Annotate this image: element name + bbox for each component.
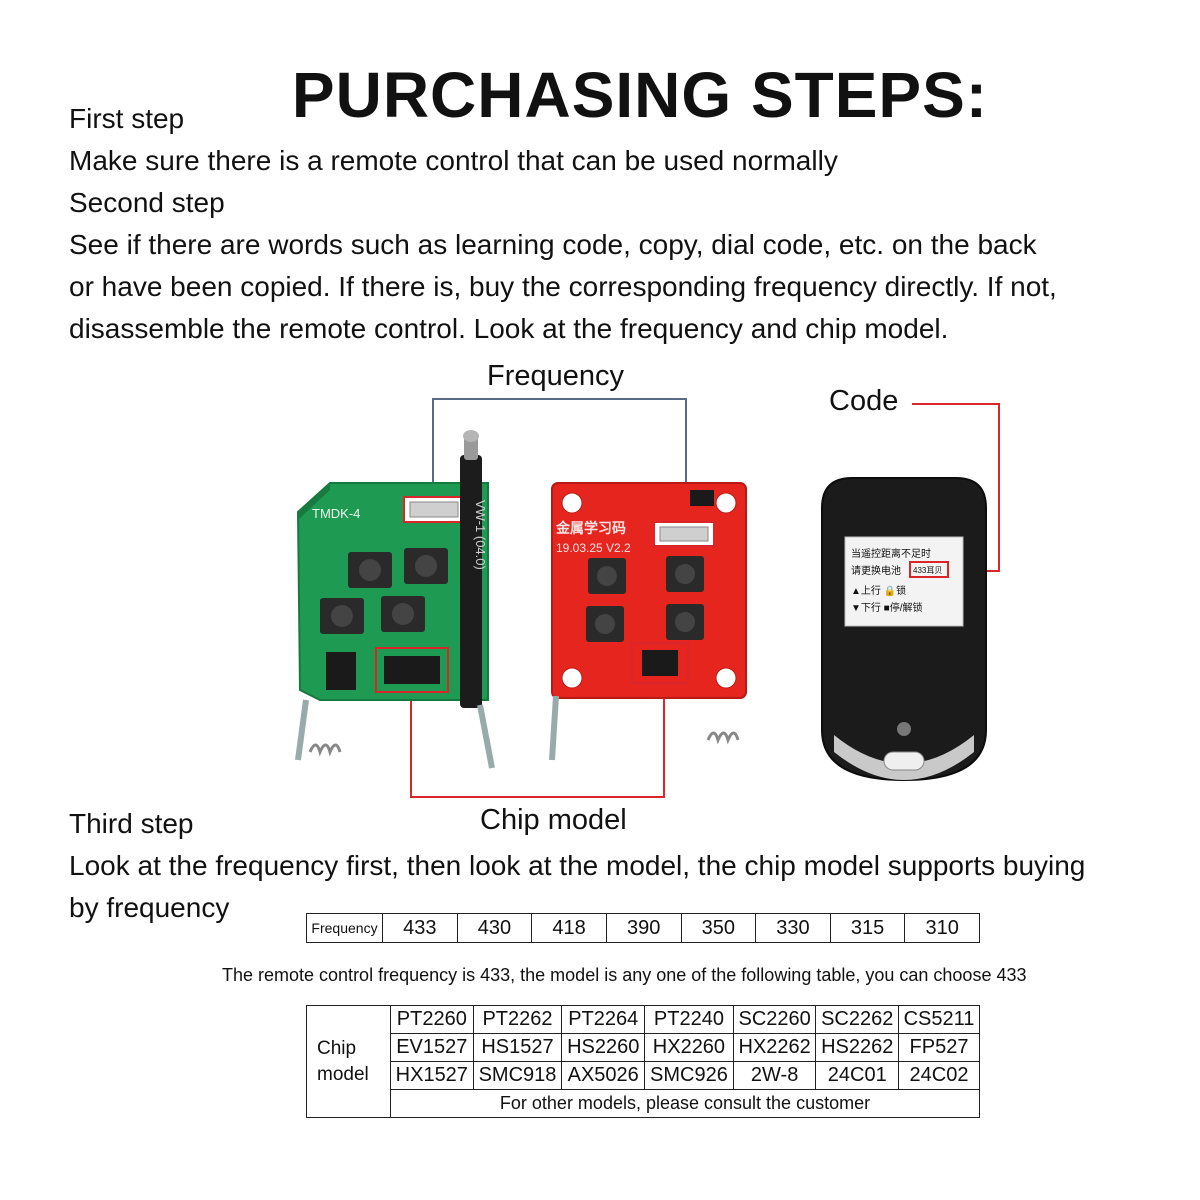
chip-cell: PT2260: [390, 1005, 474, 1034]
chip-cell: HS2262: [815, 1033, 900, 1062]
back-label-sticker: [844, 536, 964, 627]
chip-cell: HX2260: [644, 1033, 734, 1062]
chip-model-callout-line: [410, 680, 665, 798]
table-row: Frequency 433 430 418 390 350 330 315 31…: [306, 913, 980, 943]
board2-date: 19.03.25 V2.2: [556, 541, 631, 555]
chip-cell: 24C02: [898, 1061, 980, 1090]
antenna-label: VW-1 (04.0): [473, 500, 488, 570]
table-row: Chip model PT2260 PT2262 PT2264 PT2240 S…: [306, 1005, 980, 1118]
second-step-heading: Second step: [69, 187, 225, 218]
frequency-cell: 390: [605, 913, 682, 943]
second-step-line-1: See if there are words such as learning …: [69, 229, 1037, 260]
chip-cell: HX1527: [390, 1061, 474, 1090]
third-step-line-1: Look at the frequency first, then look a…: [69, 850, 1086, 881]
chip-cell: HX2262: [732, 1033, 817, 1062]
third-step-heading: Third step: [69, 808, 194, 839]
frequency-cell: 350: [680, 913, 757, 943]
frequency-header-cell: Frequency: [306, 913, 383, 943]
back-label-line-2: 请更换电池: [851, 564, 901, 577]
frequency-table: Frequency 433 430 418 390 350 330 315 31…: [306, 913, 980, 943]
green-remote-board: TMDK-4 VW-1 (04.0): [295, 430, 495, 769]
table-row: EV1527 HS1527 HS2260 HX2260 HX2262 HS226…: [307, 1033, 980, 1062]
back-label-line-4: ▼下行 ■停/解锁: [851, 601, 923, 614]
chip-cell: HS1527: [472, 1033, 563, 1062]
chip-cell: PT2240: [644, 1005, 734, 1034]
back-label-line-3: ▲上行 🔒锁: [851, 584, 906, 597]
board1-label: TMDK-4: [312, 506, 360, 521]
chip-header-line-1: Chip: [317, 1037, 357, 1059]
frequency-label: Frequency: [487, 360, 625, 392]
page-title: PURCHASING STEPS:: [291, 59, 989, 131]
chip-cell: HS2260: [561, 1033, 646, 1062]
first-step-heading: First step: [69, 103, 185, 134]
chip-cell: 2W-8: [732, 1061, 817, 1090]
chip-table-footer: For other models, please consult the cus…: [390, 1089, 980, 1118]
third-step-line-2: by frequency: [69, 892, 230, 923]
frequency-cell: 433: [382, 913, 458, 943]
second-step-line-3: disassemble the remote control. Look at …: [69, 313, 949, 344]
back-label-line-1: 当遥控距离不足时: [851, 547, 931, 560]
chip-highlight-green: [375, 647, 449, 693]
chip-cell: FP527: [898, 1033, 980, 1062]
back-label-badge: 433耳贝: [913, 566, 942, 575]
chip-cell: CS5211: [898, 1005, 980, 1034]
chip-model-header-cell: Chip model: [306, 1005, 391, 1118]
chip-cell: AX5026: [561, 1061, 646, 1090]
chip-cell: SMC926: [644, 1061, 734, 1090]
frequency-cell: 310: [904, 913, 980, 943]
frequency-note: The remote control frequency is 433, the…: [222, 965, 1027, 985]
code-highlight: [909, 561, 949, 578]
chip-header-line-2: model: [317, 1063, 369, 1085]
frequency-callout-line: [432, 398, 687, 527]
table-row: For other models, please consult the cus…: [307, 1089, 980, 1118]
frequency-cell: 330: [755, 913, 831, 943]
code-label: Code: [829, 385, 899, 417]
first-step-text: Make sure there is a remote control that…: [69, 145, 838, 176]
chip-model-table: Chip model PT2260 PT2262 PT2264 PT2240 S…: [306, 1005, 980, 1118]
remote-diagram: TMDK-4 VW-1 (04.0) 金属学习码 19.03.25 V: [295, 398, 1000, 798]
red-remote-board: 金属学习码 19.03.25 V2.2: [549, 482, 747, 761]
board2-label: 金属学习码: [555, 520, 626, 536]
green-board-buttons: [320, 548, 448, 634]
frequency-cell: 315: [829, 913, 906, 943]
frequency-cell: 418: [531, 913, 607, 943]
chip-cell: 24C01: [815, 1061, 900, 1090]
remote-back-view: 当遥控距离不足时 请更换电池 433耳贝 ▲上行 🔒锁 ▼下行 ■停/解锁: [821, 477, 987, 782]
chip-cell: SC2262: [815, 1005, 900, 1034]
chip-highlight-red: [631, 642, 689, 684]
second-step-line-2: or have been copied. If there is, buy th…: [69, 271, 1057, 302]
chip-cell: SMC918: [472, 1061, 563, 1090]
chip-cell: SC2260: [732, 1005, 817, 1034]
chip-cell: EV1527: [390, 1033, 474, 1062]
frequency-cell: 430: [456, 913, 533, 943]
chip-cell: PT2264: [561, 1005, 646, 1034]
red-board-buttons: [586, 556, 704, 642]
chip-cell: PT2262: [472, 1005, 563, 1034]
chip-model-label: Chip model: [480, 804, 627, 836]
table-row: HX1527 SMC918 AX5026 SMC926 2W-8 24C01 2…: [307, 1061, 980, 1090]
antenna-coil: [460, 455, 482, 708]
